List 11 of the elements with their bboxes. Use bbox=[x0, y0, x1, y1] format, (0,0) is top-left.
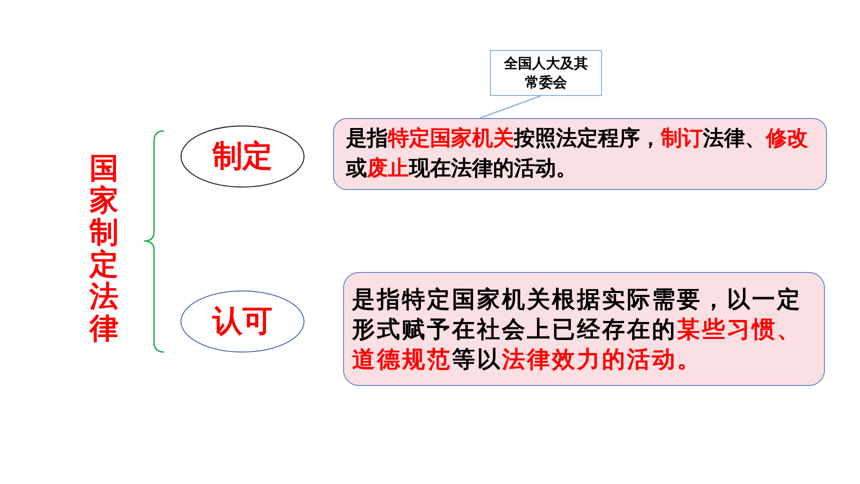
term-ellipse bbox=[180, 290, 305, 353]
callout-box bbox=[490, 50, 602, 96]
definition-box bbox=[343, 272, 825, 386]
term-text: 制定 bbox=[212, 139, 272, 175]
definition-text: 是指特定国家机关根据实际需要，以一定形式赋予在社会上已经存在的某些习惯、道德规范等以法律效力的活动。 bbox=[352, 285, 803, 374]
title-text: 国家制定法律 bbox=[90, 154, 118, 346]
definition-text: 是指特定国家机关按照法定程序，制订法律、修改或废止现在法律的活动。 bbox=[346, 126, 809, 182]
term-ellipse bbox=[180, 125, 305, 188]
term-text: 认可 bbox=[212, 304, 272, 340]
definition-box bbox=[333, 118, 827, 190]
callout-text: 全国人大及其常委会 bbox=[503, 54, 589, 92]
